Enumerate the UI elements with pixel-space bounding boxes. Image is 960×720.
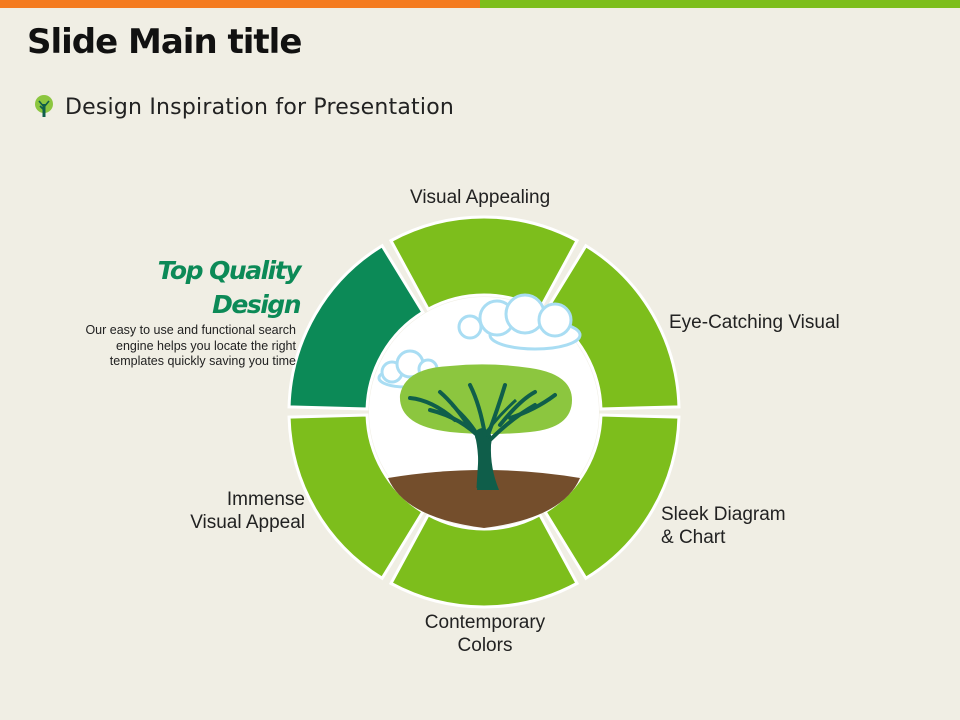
tree-illustration-icon [377,293,582,528]
tree-trunk [474,428,499,490]
description-line: Our easy to use and functional search [85,323,296,337]
slide-title: Slide Main title [27,22,302,62]
segment-contemporary-colors [388,512,580,609]
top-accent-bar [0,0,960,8]
label-line: & Chart [661,527,726,548]
label-eye-catching-visual: Eye-Catching Visual [669,311,840,334]
soil-mound [388,470,580,528]
tree-bullet-icon [35,95,53,117]
label-contemporary-colors: Contemporary Colors [420,611,550,657]
segment-top-quality-design [287,243,425,411]
top-bar-orange [0,0,480,8]
segment-visual-appealing [388,215,580,312]
label-line: Visual Appealing [410,187,551,208]
segment-sleek-diagram [543,413,681,581]
top-bar-green [480,0,960,8]
label-line: Sleek Diagram [661,504,786,525]
description-line: templates quickly saving you time [109,354,296,368]
label-line: Colors [457,635,513,656]
subtitle-row: Design Inspiration for Presentation [33,93,454,121]
tree-canopy [399,364,572,434]
highlight-description: Our easy to use and functional search en… [36,323,296,370]
label-immense-visual-appeal: Immense Visual Appeal [190,488,305,534]
label-visual-appealing: Visual Appealing [410,186,550,209]
label-line: Visual Appeal [190,512,305,533]
label-line: Eye-Catching Visual [669,312,840,333]
highlight-heading-line1: Top Quality [157,256,302,285]
tree-branches [408,383,557,442]
label-line: Immense [226,489,305,510]
highlight-heading-line2: Design [212,290,301,319]
cloud-right [457,293,582,351]
label-sleek-diagram: Sleek Diagram & Chart [661,503,786,549]
slide-subtitle: Design Inspiration for Presentation [65,94,454,120]
label-line: Contemporary [424,612,546,633]
description-line: engine helps you locate the right [116,338,296,353]
highlight-heading: Top Quality Design [157,254,302,322]
